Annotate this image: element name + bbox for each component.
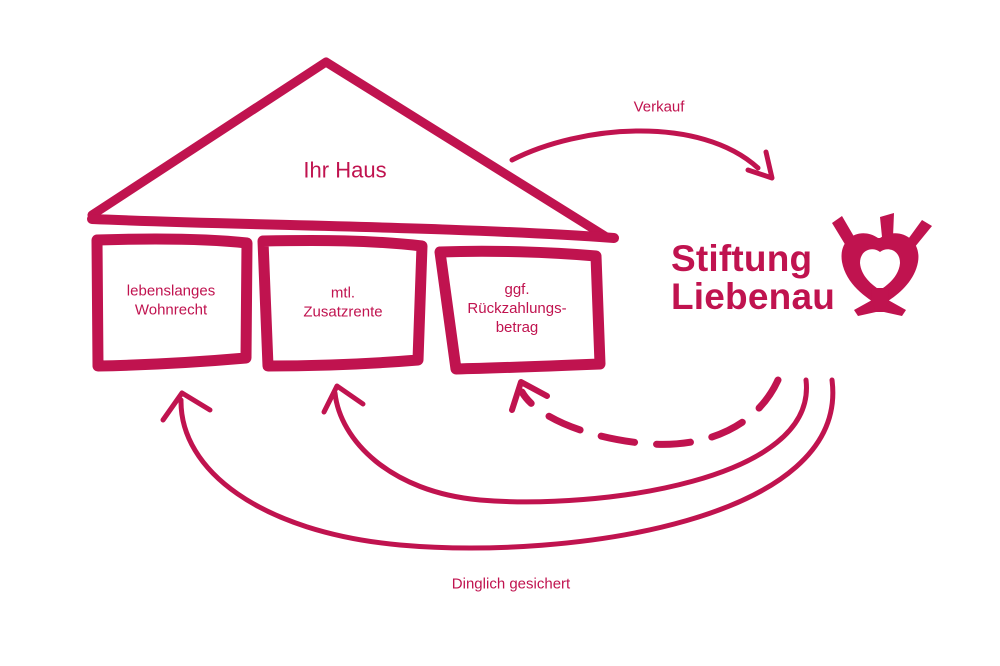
- box-label-lifelong-residence: lebenslanges Wohnrecht: [127, 282, 215, 320]
- arrow-secured-middle-head: [321, 383, 366, 415]
- house-roof: [87, 57, 613, 243]
- box-lifelong-residence: [91, 233, 253, 372]
- box-monthly-pension: [257, 235, 428, 372]
- logo-line-2: Liebenau: [671, 276, 836, 318]
- house-title: Ihr Haus: [303, 157, 387, 183]
- arrow-repayment-dashed-head: [509, 379, 550, 413]
- arrow-secured-outer-head: [160, 390, 213, 423]
- house-beam: [87, 214, 619, 243]
- label-secured: Dinglich gesichert: [451, 575, 571, 593]
- box-label-monthly-pension: mtl. Zusatzrente: [303, 284, 382, 322]
- logo-wordmark: Stiftung Liebenau: [671, 238, 836, 318]
- box-label-repayment: ggf. Rückzahlungs- betrag: [467, 281, 566, 337]
- box-label-line: betrag: [495, 318, 539, 336]
- box-label-line: lebenslanges: [126, 282, 216, 300]
- box-label-line: Rückzahlungs-: [467, 299, 567, 317]
- arrow-repayment-dashed: [518, 376, 782, 448]
- arrow-sale-head: [745, 149, 775, 181]
- arrow-secured-middle: [332, 377, 809, 505]
- box-label-line: mtl.: [330, 284, 356, 302]
- label-sale: Verkauf: [633, 98, 685, 116]
- box-label-line: ggf.: [504, 280, 530, 298]
- tree-heart-icon: [832, 213, 932, 316]
- box-label-line: Zusatzrente: [303, 303, 383, 320]
- box-repayment: [434, 245, 606, 375]
- arrow-sale: [509, 128, 761, 171]
- logo-line-1: Stiftung: [671, 238, 813, 279]
- box-label-line: Wohnrecht: [134, 301, 208, 318]
- arrow-secured-outer: [178, 377, 836, 551]
